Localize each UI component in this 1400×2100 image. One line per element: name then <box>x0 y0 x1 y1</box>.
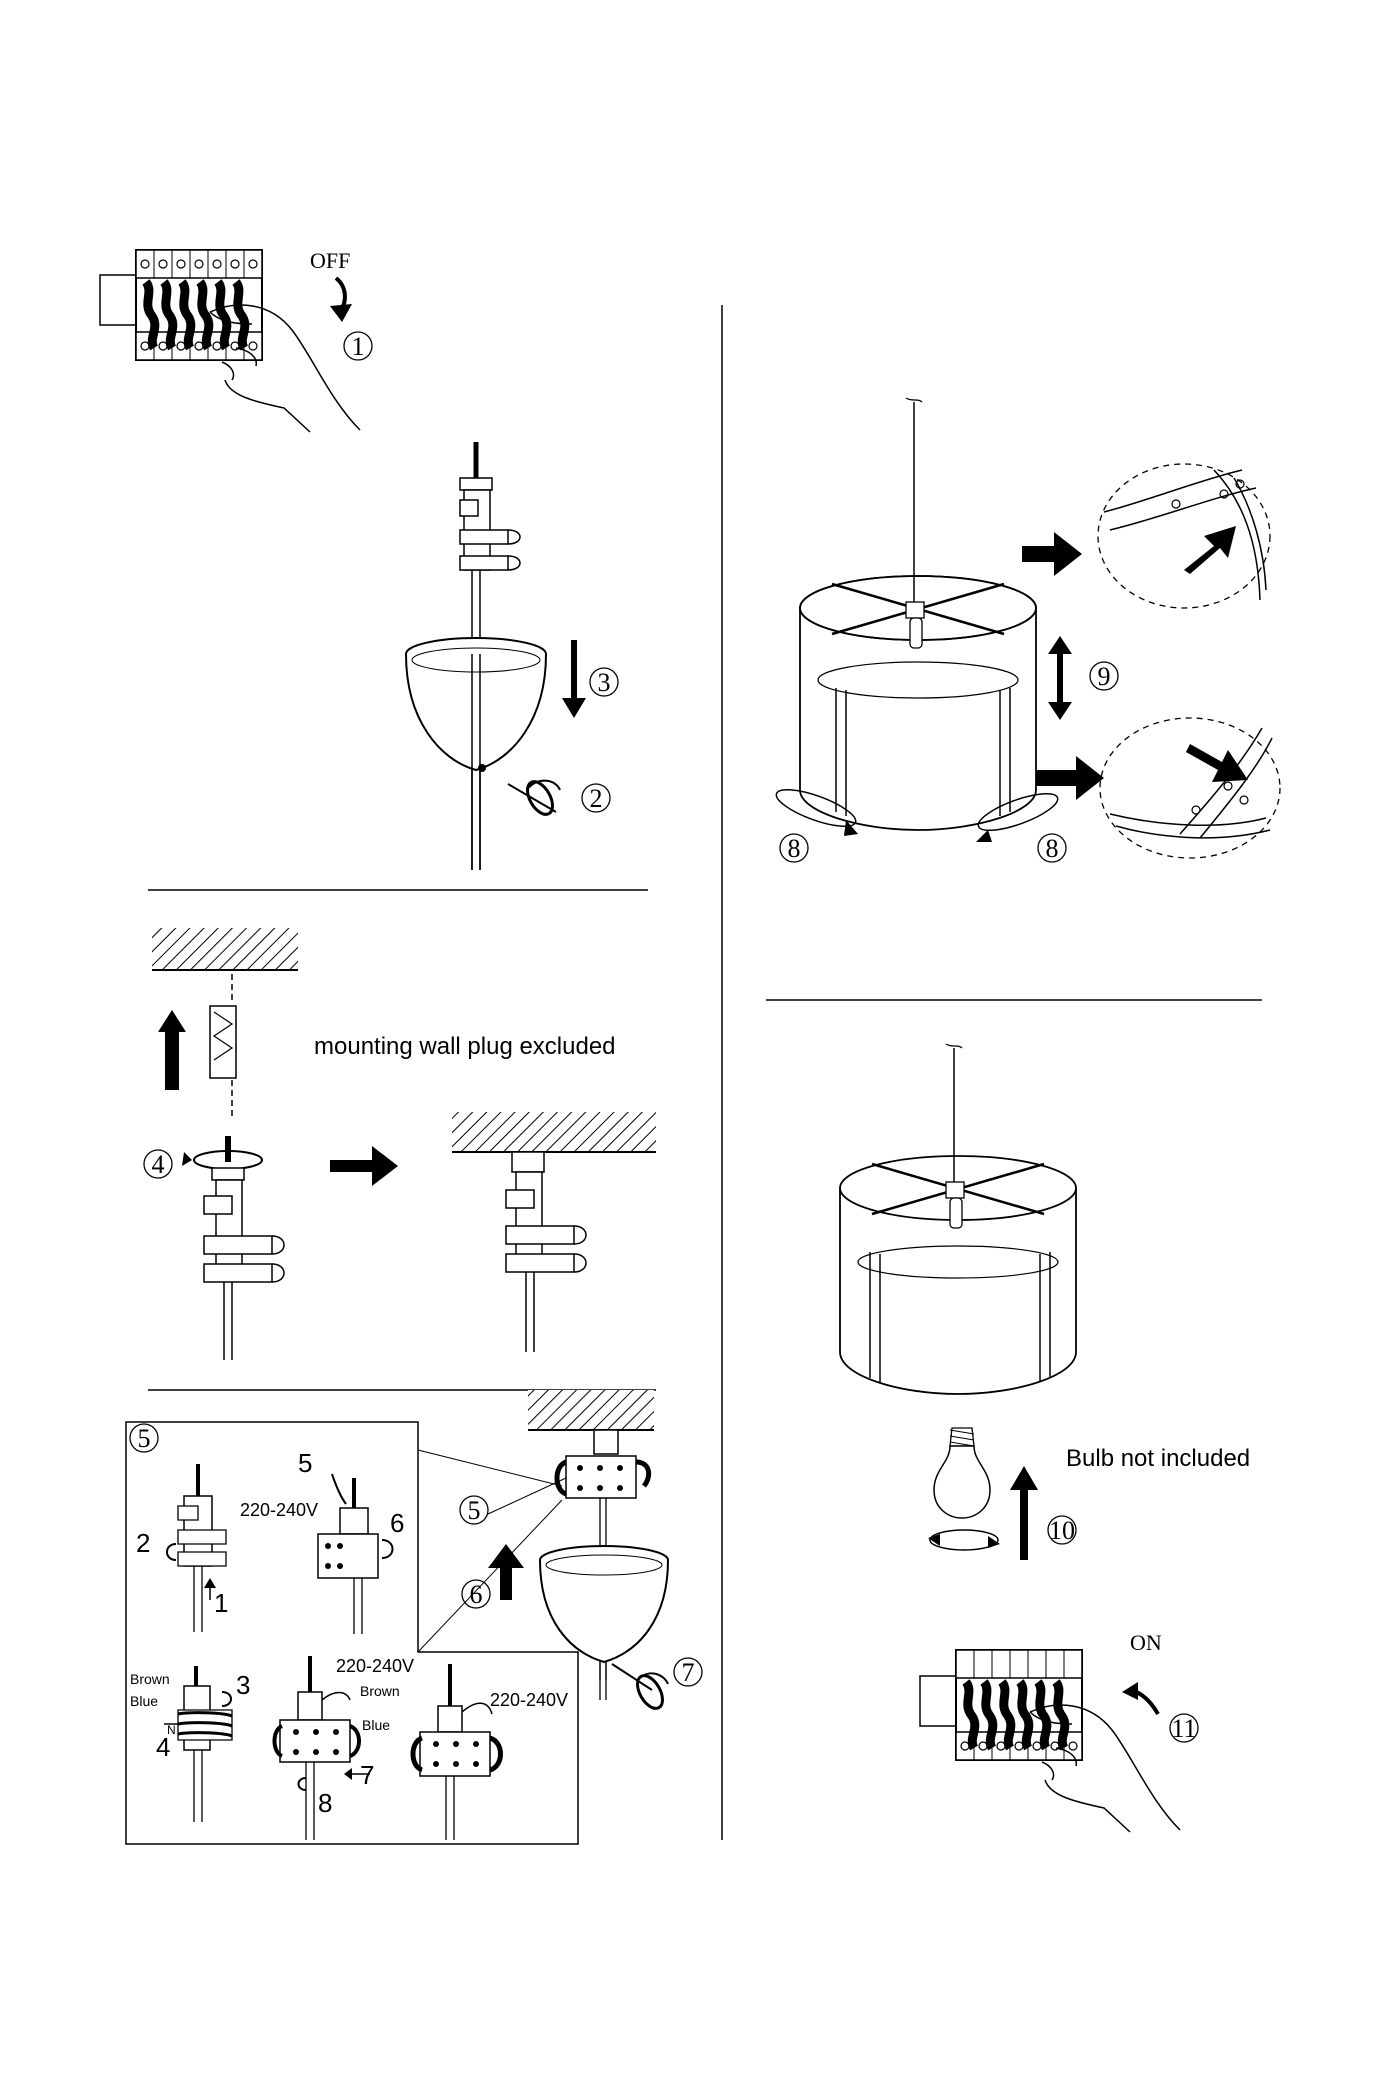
wiring-sub-5: 5 <box>298 1448 312 1478</box>
bulb-note: Bulb not included <box>1066 1445 1250 1472</box>
step-11-breaker-on <box>919 1649 1181 1833</box>
wiring-detail-panel <box>125 1421 579 1845</box>
wiring-sub-4: 4 <box>156 1732 170 1762</box>
wiring-sub-3: 3 <box>236 1670 250 1700</box>
n-label-1: N <box>167 1723 176 1737</box>
brown-label-2: Brown <box>360 1683 400 1699</box>
step-10-finished-lamp <box>839 1043 1077 1560</box>
blue-label-1: Blue <box>130 1693 158 1709</box>
step-number-8-right: 8 <box>1046 834 1059 863</box>
step-number-3: 3 <box>598 668 611 697</box>
wiring-sub-2: 2 <box>136 1528 150 1558</box>
on-label: ON <box>1130 1630 1162 1655</box>
wiring-step-a <box>166 1464 227 1632</box>
wiring-sub-7: 7 <box>360 1760 374 1790</box>
step-number-1: 1 <box>352 332 365 361</box>
step-number-5: 5 <box>138 1424 151 1453</box>
step-8-9-shade <box>775 397 1281 859</box>
step-number-5-detail: 5 <box>468 1496 481 1525</box>
wiring-sub-1: 1 <box>214 1588 228 1618</box>
step-number-7: 7 <box>682 1658 695 1687</box>
brown-label-1: Brown <box>130 1671 170 1687</box>
step-2-3-canopy <box>405 442 586 870</box>
step-number-6: 6 <box>470 1580 483 1609</box>
voltage-label-2: 220-240V <box>336 1656 414 1676</box>
wiring-step-c <box>164 1666 233 1822</box>
step-number-11: 11 <box>1171 1714 1196 1743</box>
wiring-step-b <box>317 1473 394 1634</box>
wiring-sub-6: 6 <box>390 1508 404 1538</box>
step-number-8-left: 8 <box>788 834 801 863</box>
step-5-7-canopy-close <box>487 1390 669 1710</box>
step-number-9: 9 <box>1098 662 1111 691</box>
wall-plug-note: mounting wall plug excluded <box>314 1033 616 1060</box>
wiring-step-e <box>410 1664 503 1840</box>
off-label: OFF <box>310 248 350 273</box>
step-1-breaker-off <box>99 249 361 433</box>
step-4-mounting <box>152 928 656 1360</box>
wiring-step-d <box>272 1656 370 1840</box>
step-number-2: 2 <box>590 784 603 813</box>
voltage-label-3: 220-240V <box>490 1690 568 1710</box>
blue-label-2: Blue <box>362 1717 390 1733</box>
dividers <box>148 305 1262 1840</box>
wiring-sub-8: 8 <box>318 1788 332 1818</box>
voltage-label-1: 220-240V <box>240 1500 318 1520</box>
step-number-10: 10 <box>1049 1516 1075 1545</box>
step-number-4: 4 <box>152 1150 165 1179</box>
